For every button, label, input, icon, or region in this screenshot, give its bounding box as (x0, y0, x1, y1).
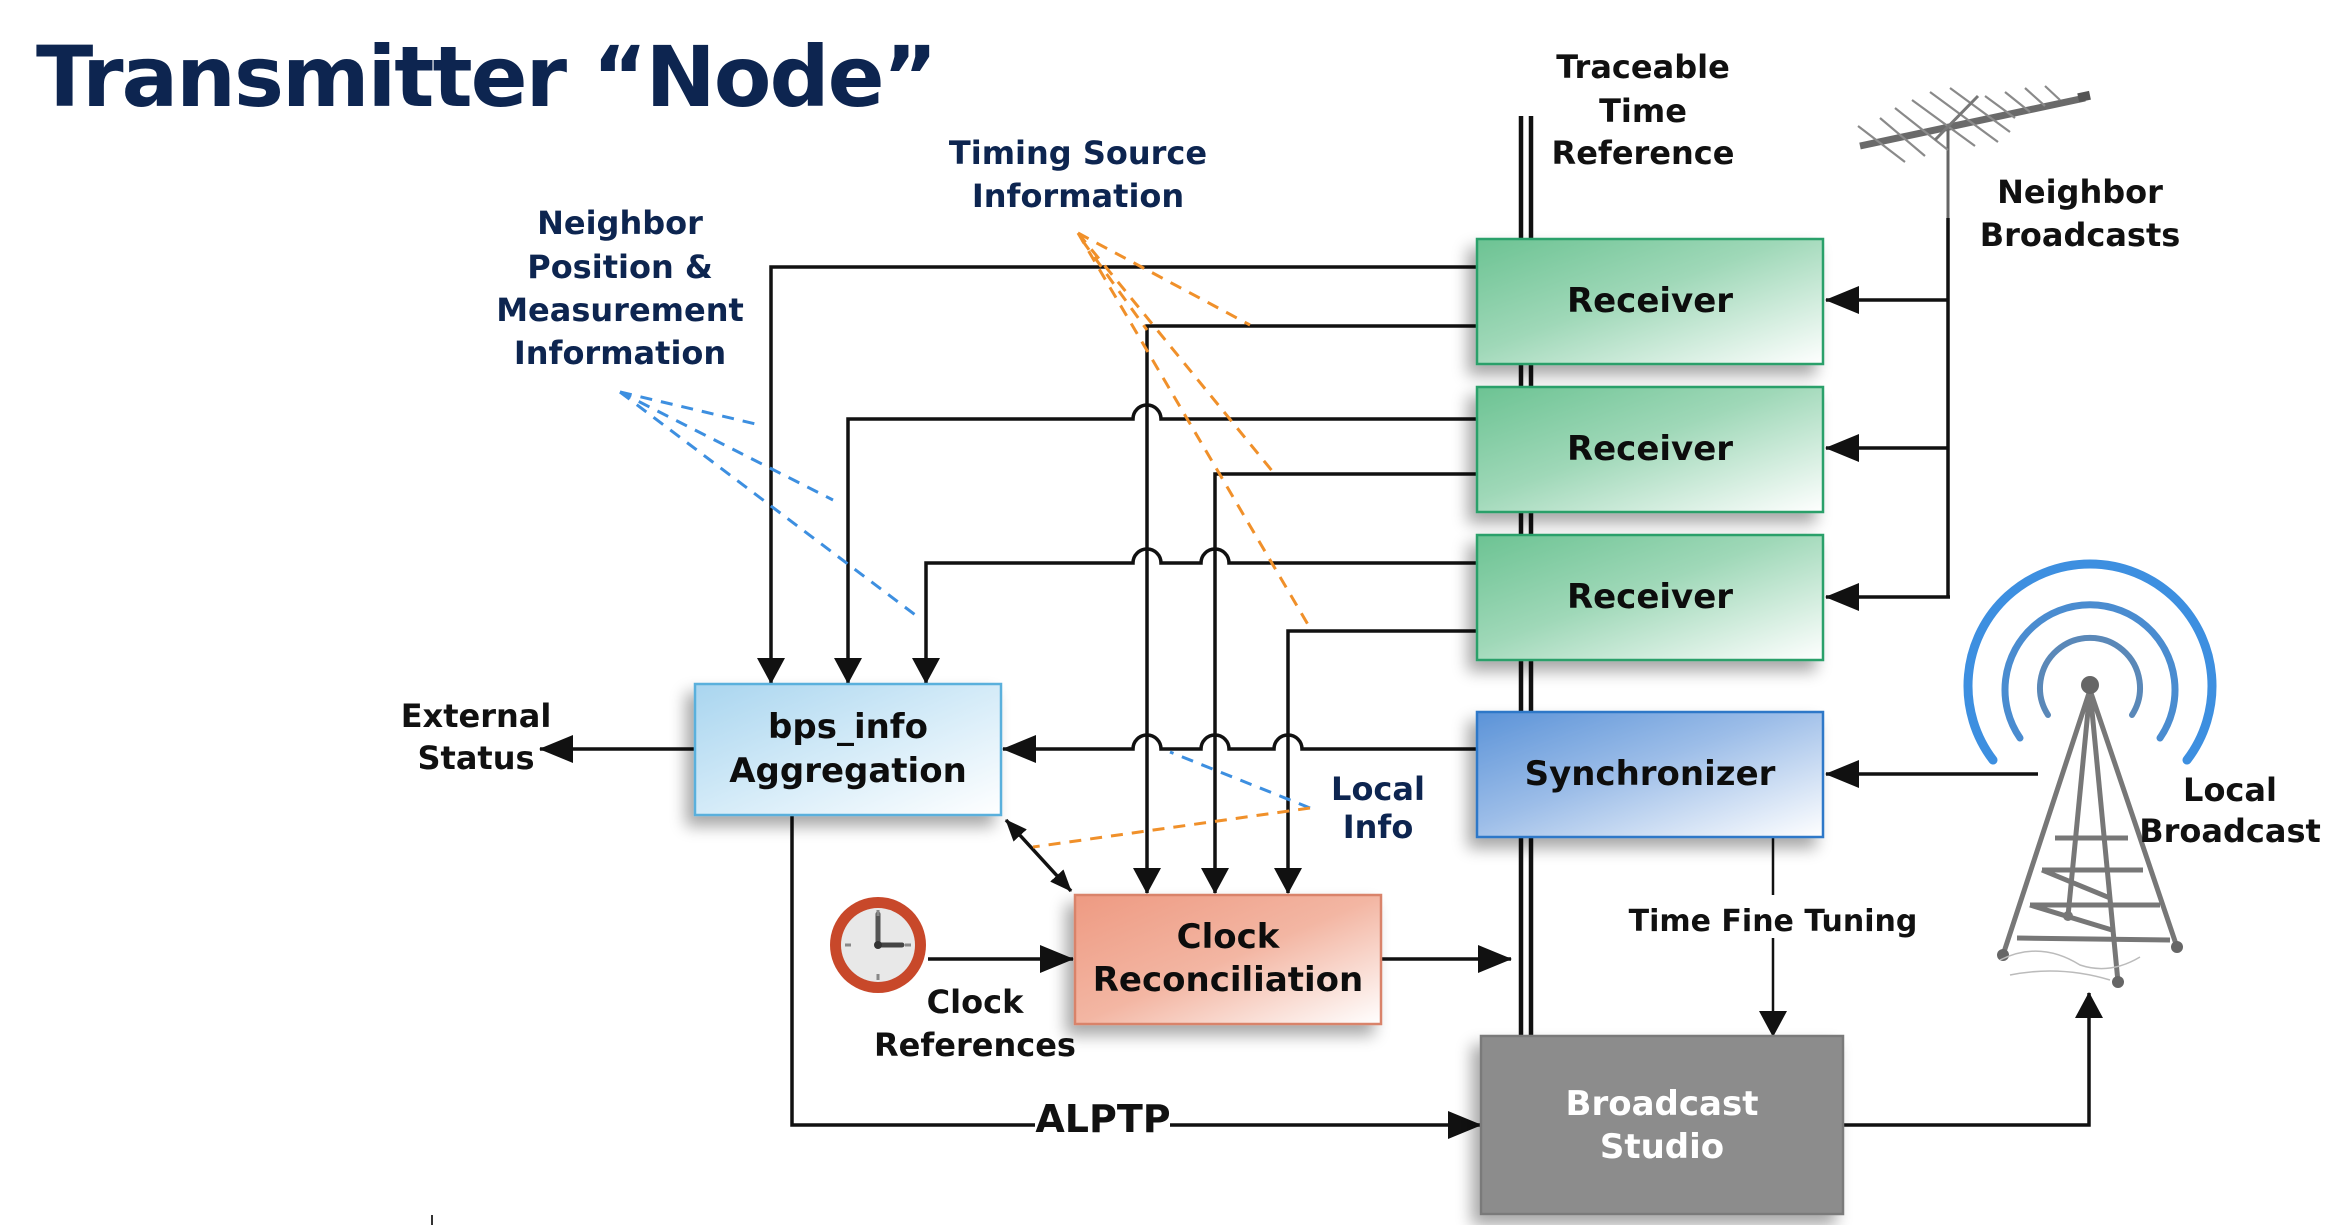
label-line: Neighbor (1997, 173, 2163, 211)
label-line: Local (2183, 771, 2277, 809)
receiver-block-3[interactable]: Receiver (1475, 533, 1825, 662)
neighbor-position-pointers (619, 390, 919, 619)
alptp-label: ALPTP (1035, 1097, 1170, 1141)
label-line: Position & (527, 248, 713, 286)
neighbor-feed-lines (1825, 218, 1950, 611)
broadcast-studio-block[interactable]: Broadcast Studio (1479, 1034, 1845, 1216)
neighbor-position-measurement-label: Neighbor Position & Measurement Informat… (496, 204, 744, 372)
bps-clock-recon-bidirectional-wire (1004, 818, 1073, 893)
label-line: References (874, 1026, 1076, 1064)
label-line: Time (1599, 92, 1687, 130)
label-line: Neighbor (537, 204, 703, 242)
synchronizer-to-bps-wire (1002, 733, 1478, 763)
label-line: Broadcast (2139, 812, 2321, 850)
page-title: Transmitter “Node” (36, 28, 938, 126)
label-line: Information (972, 177, 1184, 215)
label-line: Traceable (1556, 48, 1730, 86)
receiver-block-2[interactable]: Receiver (1475, 385, 1825, 514)
clock-icon (830, 897, 926, 993)
clock-reconciliation-block[interactable]: Clock Reconciliation (1073, 893, 1383, 1026)
timing-source-pointers (1076, 231, 1312, 629)
local-broadcast-label: Local Broadcast (2139, 771, 2321, 850)
bps-info-aggregation-block[interactable]: bps_info Aggregation (693, 682, 1003, 817)
broadcast-label: Broadcast (1566, 1084, 1759, 1124)
synchronizer-block[interactable]: Synchronizer (1475, 710, 1825, 839)
label-line: Broadcasts (1980, 216, 2181, 254)
receiver-block-1[interactable]: Receiver (1475, 237, 1825, 366)
external-status-label: External Status (401, 697, 552, 777)
receiver-to-clock-recon-wires (1133, 324, 1478, 894)
label-line: External (401, 697, 552, 735)
label-line: Local (1331, 770, 1425, 808)
timing-source-information-label: Timing Source Information (949, 134, 1207, 215)
label-line: Clock (927, 983, 1024, 1021)
yagi-antenna-icon (1857, 85, 2091, 220)
traceable-time-reference-label: Traceable Time Reference (1552, 48, 1735, 172)
reconciliation-label: Reconciliation (1093, 960, 1364, 1000)
label-line: Info (1343, 808, 1414, 846)
receiver-label: Receiver (1567, 577, 1733, 617)
bps-info-label: bps_info (768, 707, 928, 747)
receiver-label: Receiver (1567, 281, 1733, 321)
neighbor-broadcasts-label: Neighbor Broadcasts (1980, 173, 2181, 254)
label-line: Status (417, 739, 534, 777)
studio-label: Studio (1600, 1127, 1724, 1167)
label-line: Measurement (496, 291, 744, 329)
time-fine-tuning-label: Time Fine Tuning (1629, 904, 1918, 939)
label-line: Timing Source (949, 134, 1207, 172)
receiver-label: Receiver (1567, 429, 1733, 469)
broadcast-tower-icon (1963, 559, 2217, 988)
aggregation-label: Aggregation (729, 751, 967, 791)
alptp-wire-left (790, 815, 1035, 1127)
label-line: Information (514, 334, 726, 372)
clock-references-label: Clock References (874, 983, 1076, 1064)
local-info-label: Local Info (1331, 770, 1425, 846)
clock-label: Clock (1177, 917, 1281, 957)
label-line: Reference (1552, 134, 1735, 172)
studio-to-tower-wire (1843, 992, 2103, 1127)
synchronizer-label: Synchronizer (1525, 754, 1776, 794)
local-info-pointers (1032, 750, 1311, 849)
